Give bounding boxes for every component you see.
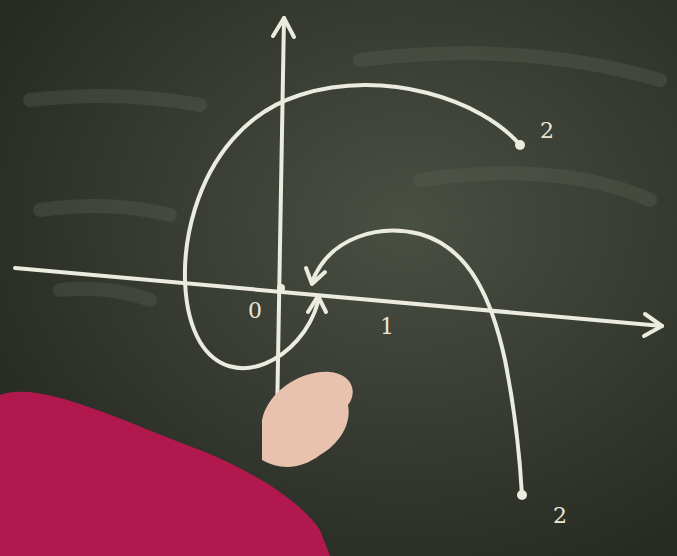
axis-label: 0 <box>248 300 262 322</box>
axis-label: 2 <box>540 120 554 142</box>
curve-arrowhead <box>308 296 326 312</box>
axis-label: 1 <box>380 316 394 338</box>
curve-endpoint <box>515 140 525 150</box>
eraser-smudges <box>30 53 660 300</box>
real-axis <box>15 268 662 326</box>
curve-arrowhead <box>306 268 325 284</box>
curve-endpoint <box>517 490 527 500</box>
axis-arrowhead <box>644 314 662 336</box>
spiral-curve <box>185 85 520 368</box>
axis-arrowhead <box>273 18 294 37</box>
spiral-curve <box>312 231 522 495</box>
axis-label: 2 <box>553 505 567 527</box>
hand <box>262 372 353 467</box>
origin-dot <box>277 284 285 292</box>
